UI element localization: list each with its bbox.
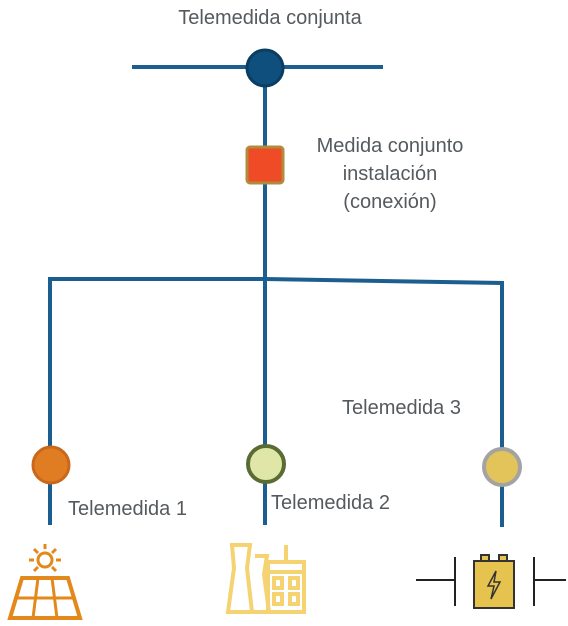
joint-meter-label-line-3: (conexión) (343, 191, 437, 213)
meter-1-label: Telemedida 1 (68, 498, 187, 520)
meter-2-node (246, 444, 286, 484)
joint-telemetry-node (245, 48, 285, 88)
joint-meter-label-line-1: Medida conjunto (316, 135, 464, 157)
joint-meter-label-line-2: instalación (342, 163, 438, 185)
meter-1-node (31, 445, 71, 485)
power-plant-icon (225, 543, 306, 614)
joint-meter-square (245, 145, 285, 185)
meter-2-label: Telemedida 2 (271, 492, 390, 514)
meter-3-node (482, 447, 522, 487)
battery-storage-icon (416, 554, 566, 609)
solar-panel-icon (7, 544, 83, 620)
distribution-line (48, 277, 504, 527)
meter-3-label: Telemedida 3 (342, 397, 461, 419)
joint-meter-label: Medida conjunto instalación (conexión) (290, 132, 490, 216)
joint-telemetry-label: Telemedida conjunta (178, 7, 362, 29)
